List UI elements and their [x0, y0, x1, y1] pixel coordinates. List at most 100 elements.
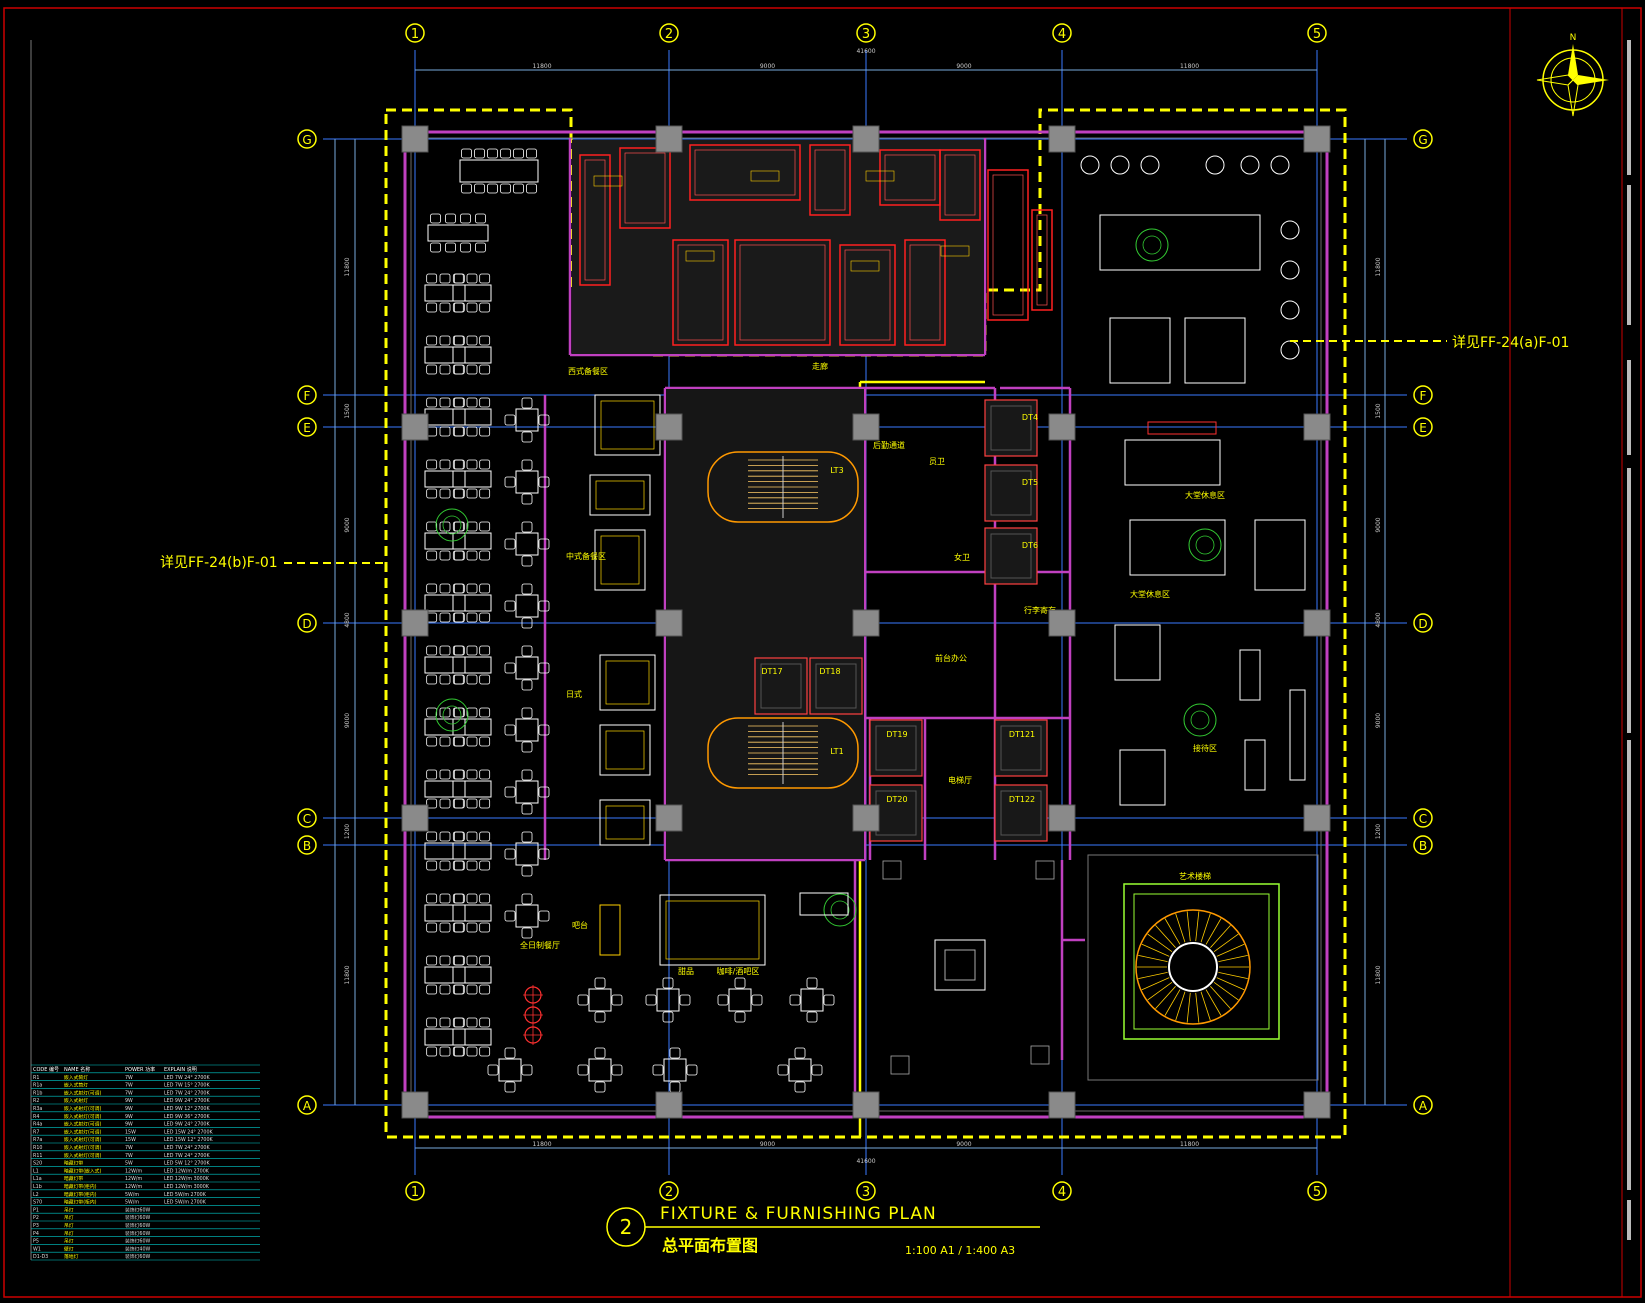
buffet-counter — [589, 474, 651, 516]
chair — [479, 831, 491, 842]
dimension-label-top: 9000 — [760, 63, 775, 70]
chair — [466, 984, 478, 995]
dimension-label-left: 4800 — [344, 612, 351, 627]
sheet-frame — [3, 7, 1642, 1298]
legend-cell: 9W — [125, 1122, 133, 1128]
chair — [426, 645, 438, 656]
chair — [439, 397, 451, 408]
chair — [521, 927, 533, 939]
chair — [453, 645, 465, 656]
callout-right[interactable]: 详见FF-24(a)F-01 — [1290, 335, 1569, 351]
legend-cell: 嵌入式射灯 — [64, 1097, 88, 1104]
legend-cell: 9W — [125, 1098, 133, 1104]
grid-bubble-row — [1413, 1095, 1433, 1115]
grid-bubble-row-label: B — [1419, 839, 1427, 853]
square-table — [515, 408, 539, 432]
chair — [426, 893, 438, 904]
legend-cell: 吊灯 — [64, 1230, 74, 1237]
chair — [466, 798, 478, 809]
dimension-label-right: 9000 — [1375, 713, 1382, 728]
chair — [538, 848, 550, 860]
chair — [479, 426, 491, 437]
chair — [439, 798, 451, 809]
dining-table — [452, 284, 492, 302]
kitchen-equipment-inner — [909, 244, 941, 341]
chair — [521, 893, 533, 905]
art-stair-step — [1155, 986, 1176, 1009]
chair — [479, 645, 491, 656]
grid-bubble-row — [297, 1095, 317, 1115]
legend-cell: 15W — [125, 1129, 136, 1135]
buffet-counter — [599, 724, 651, 776]
grid-bubble-row-label: F — [1420, 389, 1427, 403]
grid-bubble-row-label: G — [1418, 133, 1427, 147]
chair — [452, 1017, 464, 1028]
dining-table — [424, 718, 466, 736]
plant — [1183, 703, 1217, 737]
legend-cell: 装饰灯60W — [125, 1214, 150, 1221]
chair — [460, 242, 471, 253]
dining-table — [452, 842, 492, 860]
grid-bubble-column-label: 1 — [411, 1185, 419, 1200]
staircase-north — [707, 451, 859, 523]
legend-cell: 装饰灯60W — [125, 1253, 150, 1260]
chair — [453, 426, 465, 437]
dimension-label-left: 9000 — [344, 517, 351, 532]
dimension-label-right: 11800 — [1375, 257, 1382, 276]
chair — [426, 922, 438, 933]
chair — [669, 1081, 681, 1093]
chair — [439, 984, 451, 995]
square-table — [515, 842, 539, 866]
art-stair-step — [1210, 986, 1231, 1009]
legend-cell: P1 — [33, 1207, 39, 1213]
dimension-label-top: 11800 — [1180, 63, 1199, 70]
fireplace — [1147, 421, 1217, 435]
chair — [466, 922, 478, 933]
chair — [611, 1064, 623, 1076]
dining-table — [424, 346, 466, 364]
dining-table — [424, 284, 466, 302]
chair — [452, 335, 464, 346]
legend-cell: S70 — [33, 1200, 42, 1206]
kitchen-equipment-inner — [677, 244, 724, 341]
grid-bubble-row — [297, 385, 317, 405]
chair — [453, 736, 465, 747]
structural-column — [401, 609, 429, 637]
chair — [521, 741, 533, 753]
chair — [426, 736, 438, 747]
kitchen-equipment-inner — [694, 149, 796, 196]
art-stair-outer — [1135, 909, 1251, 1025]
chair — [538, 414, 550, 426]
chair — [426, 364, 438, 375]
chair — [521, 493, 533, 505]
chair — [452, 922, 464, 933]
chair — [453, 364, 465, 375]
grid-bubble-column-label: 5 — [1313, 1185, 1321, 1200]
chair — [806, 977, 818, 989]
chair — [475, 213, 486, 224]
legend-cell: LED 7W 24° 2700K — [164, 1145, 210, 1151]
grid-bubble-column — [659, 23, 679, 43]
core-fill — [666, 389, 864, 859]
plant — [435, 698, 469, 732]
chair — [452, 583, 464, 594]
elevator-lobby-feature — [934, 939, 986, 991]
legend-cell: 嵌入式射灯(可调) — [64, 1121, 101, 1128]
legend-cell: LED 9W 12° 2700K — [164, 1106, 210, 1112]
armchair — [1280, 220, 1300, 240]
plant-pot — [882, 860, 902, 880]
chair — [452, 612, 464, 623]
chair — [479, 860, 491, 871]
lounge-sofa — [1254, 519, 1306, 591]
buffet-counter-inner — [595, 480, 645, 510]
callout-left[interactable]: 详见FF-24(b)F-01 — [160, 555, 383, 571]
dining-table — [424, 470, 466, 488]
grid-bubble-column-label: 1 — [411, 27, 419, 42]
elevator-shaft — [984, 399, 1038, 457]
room-label-corridor: 走廊 — [812, 361, 828, 371]
chair — [521, 555, 533, 567]
dimension-label-top: 11800 — [532, 63, 551, 70]
dining-table — [452, 408, 492, 426]
